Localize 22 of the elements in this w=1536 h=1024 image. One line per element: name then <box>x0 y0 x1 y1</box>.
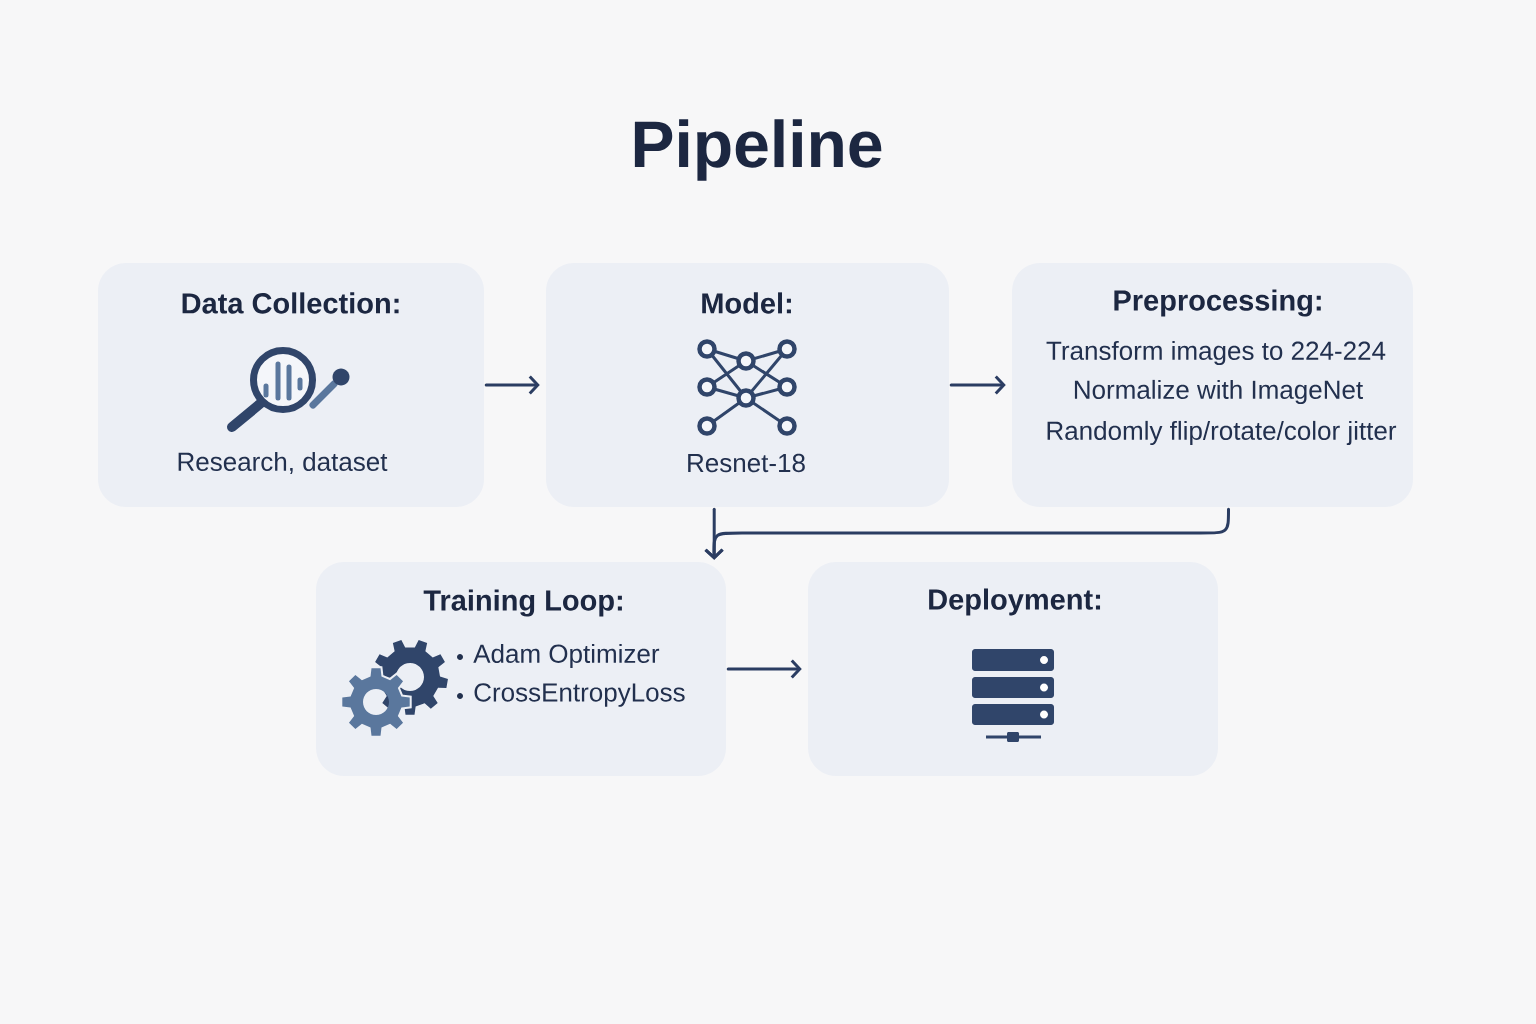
arrow <box>704 507 724 560</box>
box-text: Normalize with ImageNet <box>1074 379 1363 405</box>
box-heading: Data Collection: <box>182 292 399 314</box>
process-box <box>98 263 484 507</box>
process-box <box>546 263 949 507</box>
arrow <box>949 375 1006 395</box>
process-box <box>808 562 1218 776</box>
box-heading: Preprocessing: <box>1114 289 1321 317</box>
box-text: Resnet-18 <box>688 453 805 473</box>
box-heading: Training Loop: <box>423 589 622 617</box>
bullet-item: CrossEntropyLoss <box>474 683 685 707</box>
process-box <box>1012 263 1413 507</box>
box-text: Research, dataset <box>178 451 388 475</box>
box-heading: Deployment: <box>929 588 1101 616</box>
bullet-item: Adam Optimizer <box>473 643 660 669</box>
arrow <box>726 659 802 679</box>
box-text: Transform images to 224-224 <box>1046 340 1386 366</box>
title: Pipeline <box>634 119 882 181</box>
box-text: Randomly flip/rotate/color jitter <box>1047 420 1397 446</box>
process-box <box>316 562 726 776</box>
arrow <box>484 375 540 395</box>
box-heading: Model: <box>702 292 791 314</box>
